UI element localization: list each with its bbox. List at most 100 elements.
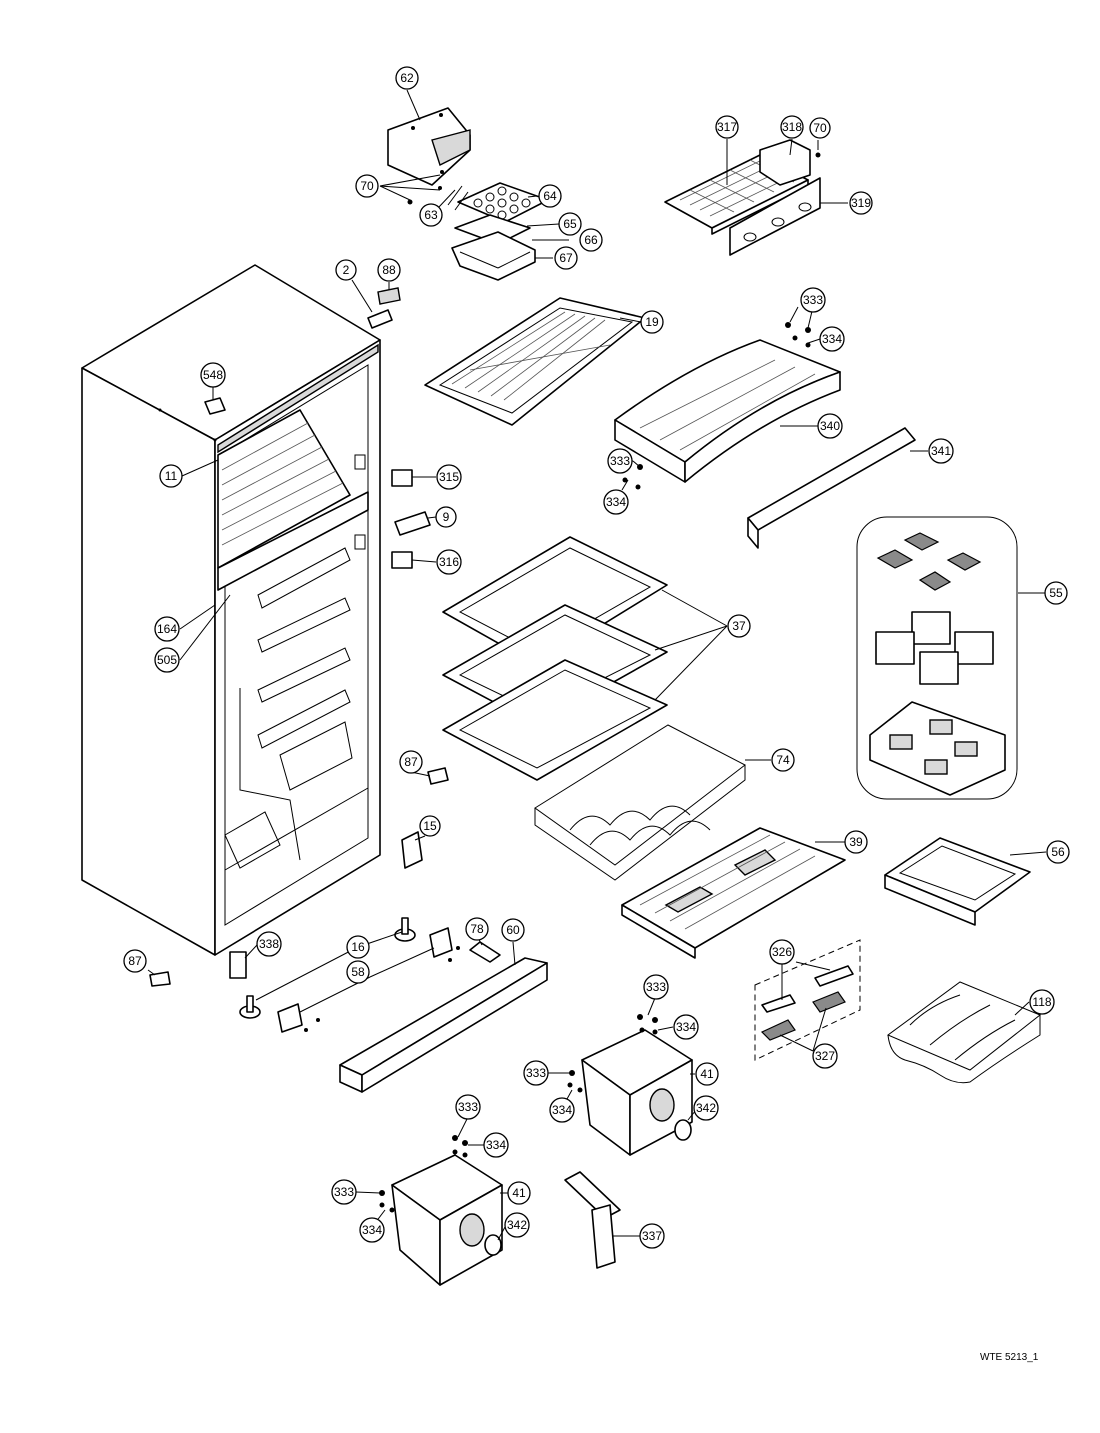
leveling-foot-upper bbox=[394, 917, 416, 942]
svg-text:326: 326 bbox=[772, 945, 792, 959]
chiller-tray bbox=[884, 837, 1031, 926]
crisper-drawer-upper bbox=[581, 1029, 693, 1156]
svg-text:340: 340 bbox=[820, 419, 840, 433]
svg-text:333: 333 bbox=[803, 293, 823, 307]
callout-56: 56 bbox=[1046, 840, 1070, 864]
svg-text:11: 11 bbox=[165, 469, 178, 483]
air-louver-grille bbox=[664, 139, 821, 256]
top-hinge bbox=[367, 287, 401, 329]
refrigerator-cabinet bbox=[81, 264, 381, 956]
wire-basket bbox=[886, 981, 1041, 1084]
svg-text:65: 65 bbox=[563, 217, 577, 231]
ice-tray-assembly bbox=[447, 182, 549, 281]
freezer-wire-shelf bbox=[424, 297, 646, 426]
roller-58-lower bbox=[277, 1003, 320, 1033]
svg-text:63: 63 bbox=[424, 208, 438, 222]
drawer-rail-337 bbox=[564, 1171, 621, 1269]
callout-15: 15 bbox=[419, 815, 441, 837]
callout-317: 317 bbox=[715, 115, 739, 139]
svg-text:548: 548 bbox=[203, 368, 223, 382]
svg-text:164: 164 bbox=[157, 622, 177, 636]
callout-39: 39 bbox=[844, 830, 868, 854]
svg-text:334: 334 bbox=[486, 1138, 506, 1152]
svg-text:39: 39 bbox=[849, 835, 863, 849]
svg-text:333: 333 bbox=[646, 980, 666, 994]
callout-505: 505 bbox=[154, 647, 180, 673]
callout-333c: 333 bbox=[643, 974, 669, 1000]
svg-text:64: 64 bbox=[543, 189, 557, 203]
svg-text:338: 338 bbox=[259, 937, 279, 951]
callout-78: 78 bbox=[465, 917, 489, 941]
callout-62: 62 bbox=[395, 66, 419, 90]
callout-58: 58 bbox=[346, 960, 370, 984]
callout-333e: 333 bbox=[455, 1094, 481, 1120]
callout-333d: 333 bbox=[523, 1060, 549, 1086]
svg-text:319: 319 bbox=[851, 196, 871, 210]
callout-337: 337 bbox=[639, 1223, 665, 1249]
svg-text:60: 60 bbox=[506, 923, 520, 937]
svg-text:333: 333 bbox=[458, 1100, 478, 1114]
svg-text:87: 87 bbox=[404, 755, 418, 769]
door-bin-rail bbox=[747, 427, 916, 549]
svg-text:118: 118 bbox=[1032, 995, 1051, 1009]
callout-74: 74 bbox=[771, 748, 795, 772]
lamp-socket-315 bbox=[391, 469, 413, 487]
callout-319: 319 bbox=[849, 191, 873, 215]
svg-text:87: 87 bbox=[128, 954, 142, 968]
callout-88: 88 bbox=[377, 258, 401, 282]
callout-334f: 334 bbox=[359, 1217, 385, 1243]
callout-87b: 87 bbox=[123, 949, 147, 973]
ice-maker-cover bbox=[387, 107, 471, 205]
callout-338: 338 bbox=[256, 931, 282, 957]
svg-text:66: 66 bbox=[584, 233, 598, 247]
callout-316: 316 bbox=[436, 549, 462, 575]
callout-342b: 342 bbox=[504, 1212, 530, 1238]
storage-pocket-group bbox=[754, 939, 861, 1061]
callout-37: 37 bbox=[727, 614, 751, 638]
callout-315: 315 bbox=[436, 464, 462, 490]
hinge-87-lower bbox=[149, 971, 171, 987]
callout-334b: 334 bbox=[603, 489, 629, 515]
screw-78 bbox=[469, 941, 501, 963]
callout-548: 548 bbox=[200, 362, 226, 388]
svg-text:333: 333 bbox=[334, 1185, 354, 1199]
freezer-door-bin bbox=[614, 339, 841, 483]
callout-11: 11 bbox=[159, 464, 183, 488]
svg-text:16: 16 bbox=[351, 940, 365, 954]
base-grille bbox=[339, 957, 548, 1093]
callout-2: 2 bbox=[335, 259, 357, 281]
glass-shelves bbox=[442, 536, 668, 781]
svg-text:62: 62 bbox=[400, 71, 414, 85]
wine-rack bbox=[534, 724, 746, 881]
callout-326: 326 bbox=[769, 939, 795, 965]
leveling-foot-lower bbox=[239, 995, 261, 1019]
callout-87a: 87 bbox=[399, 750, 423, 774]
accessory-kit-group bbox=[856, 516, 1018, 800]
callout-327: 327 bbox=[812, 1043, 838, 1069]
crisper-drawer-lower bbox=[391, 1154, 503, 1286]
callout-340: 340 bbox=[817, 413, 843, 439]
svg-text:58: 58 bbox=[351, 965, 365, 979]
svg-text:341: 341 bbox=[931, 444, 951, 458]
svg-text:74: 74 bbox=[776, 753, 790, 767]
middle-hinge-15 bbox=[401, 831, 423, 869]
svg-text:70: 70 bbox=[813, 121, 827, 135]
callout-70b: 70 bbox=[809, 117, 831, 139]
callout-67: 67 bbox=[554, 246, 578, 270]
svg-text:318: 318 bbox=[782, 120, 802, 134]
svg-text:55: 55 bbox=[1049, 586, 1063, 600]
callout-164: 164 bbox=[154, 616, 180, 642]
svg-text:19: 19 bbox=[645, 315, 659, 329]
callout-41b: 41 bbox=[507, 1181, 531, 1205]
callout-41a: 41 bbox=[695, 1062, 719, 1086]
callout-16: 16 bbox=[346, 935, 370, 959]
callout-333b: 333 bbox=[607, 448, 633, 474]
svg-text:37: 37 bbox=[732, 619, 746, 633]
drawer-badge-upper bbox=[674, 1119, 692, 1141]
svg-text:334: 334 bbox=[676, 1020, 696, 1034]
callout-60: 60 bbox=[501, 918, 525, 942]
callout-334c: 334 bbox=[673, 1014, 699, 1040]
hinge-87-upper bbox=[427, 767, 449, 785]
svg-text:334: 334 bbox=[362, 1223, 382, 1237]
svg-text:2: 2 bbox=[343, 263, 350, 277]
